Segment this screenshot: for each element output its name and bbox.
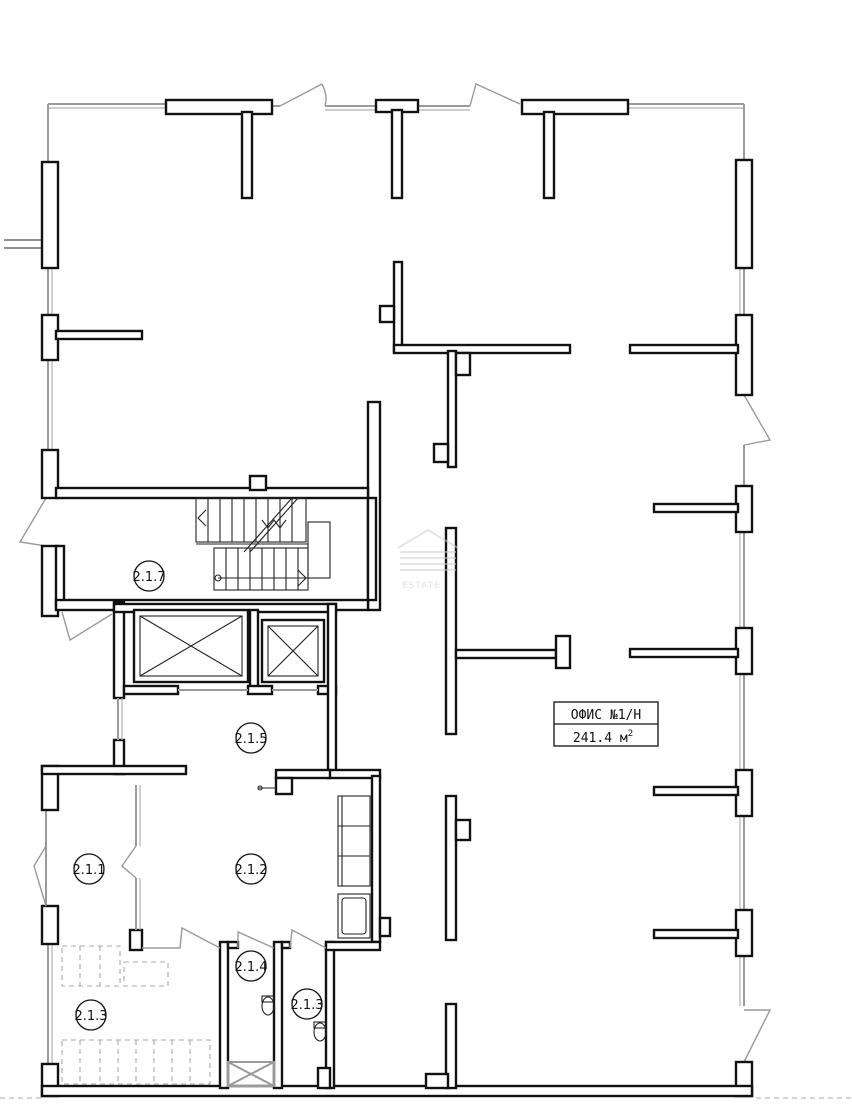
lift-shafts <box>132 608 326 684</box>
svg-text:2.1.2: 2.1.2 <box>234 863 267 878</box>
svg-text:2.1.7: 2.1.7 <box>132 570 165 585</box>
room-2-1-2-label[interactable]: 2.1.2 <box>234 853 268 885</box>
office-area-value: 241.4 м <box>573 731 628 746</box>
room-2-1-4-label[interactable]: 2.1.4 <box>234 950 268 982</box>
exterior-walls <box>40 98 754 1098</box>
office-area-unit-sup: 2 <box>628 729 633 739</box>
svg-text:2.1.1: 2.1.1 <box>72 863 105 878</box>
room-2-1-13-label[interactable]: 2.1.3 <box>74 999 108 1031</box>
staircase <box>195 497 331 591</box>
watermark-logo: ESTATE <box>397 528 459 591</box>
perimeter-windows <box>0 103 852 1099</box>
office-name: ОФИС №1/Н <box>571 708 641 723</box>
office-label[interactable]: ОФИС №1/Н 241.4 м2 <box>553 701 659 747</box>
exterior-doors <box>18 83 772 1063</box>
svg-text:2.1.5: 2.1.5 <box>234 732 267 747</box>
watermark-text: ESTATE <box>402 581 441 591</box>
svg-text:2.1.3: 2.1.3 <box>74 1009 107 1024</box>
room-2-1-5-label[interactable]: 2.1.5 <box>234 722 268 754</box>
wc-fixtures <box>227 995 327 1087</box>
svg-text:2.1.4: 2.1.4 <box>234 960 267 975</box>
office-area: 241.4 м2 <box>573 729 633 746</box>
room-labels: 2.1.7 2.1.5 2.1.1 2.1.2 2.1.4 2.1.3 2.1.… <box>72 560 324 1031</box>
room-2-1-7-label[interactable]: 2.1.7 <box>132 560 166 592</box>
storage-cells <box>61 945 211 1085</box>
lobby-fixtures <box>33 689 327 949</box>
room-2-1-1-label[interactable]: 2.1.1 <box>72 853 106 885</box>
lobby-furniture <box>337 795 371 939</box>
room-2-1-3-label[interactable]: 2.1.3 <box>290 988 324 1020</box>
svg-text:2.1.3: 2.1.3 <box>290 998 323 1013</box>
